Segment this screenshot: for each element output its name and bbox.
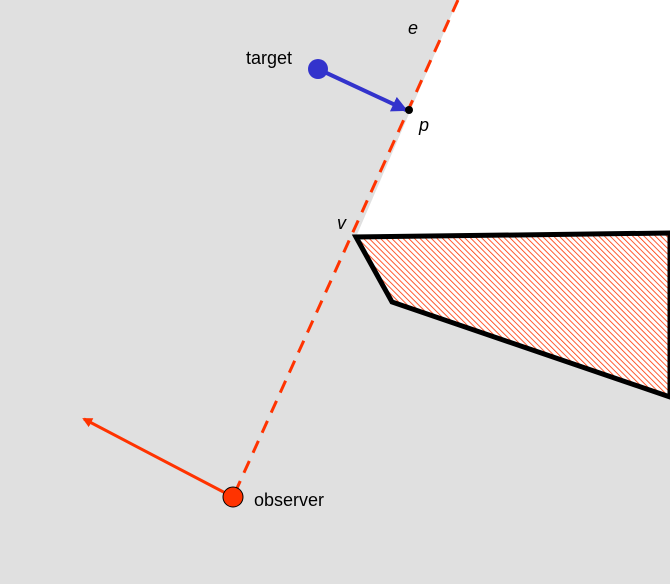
- observer-label: observer: [254, 490, 324, 510]
- point-p: [405, 106, 413, 114]
- vertex-v-label: v: [337, 213, 347, 233]
- target-point: [308, 59, 328, 79]
- visible-region: [356, 0, 670, 237]
- point-p-label: p: [418, 115, 429, 135]
- target-projection-arrow: [317, 67, 408, 112]
- line-e-label: e: [408, 18, 418, 38]
- target-label: target: [246, 48, 292, 68]
- sight-line-e: [231, 0, 460, 498]
- observer-point: [222, 486, 244, 508]
- observer-direction-arrow: [82, 417, 234, 499]
- obstacle-polygon: [351, 230, 670, 400]
